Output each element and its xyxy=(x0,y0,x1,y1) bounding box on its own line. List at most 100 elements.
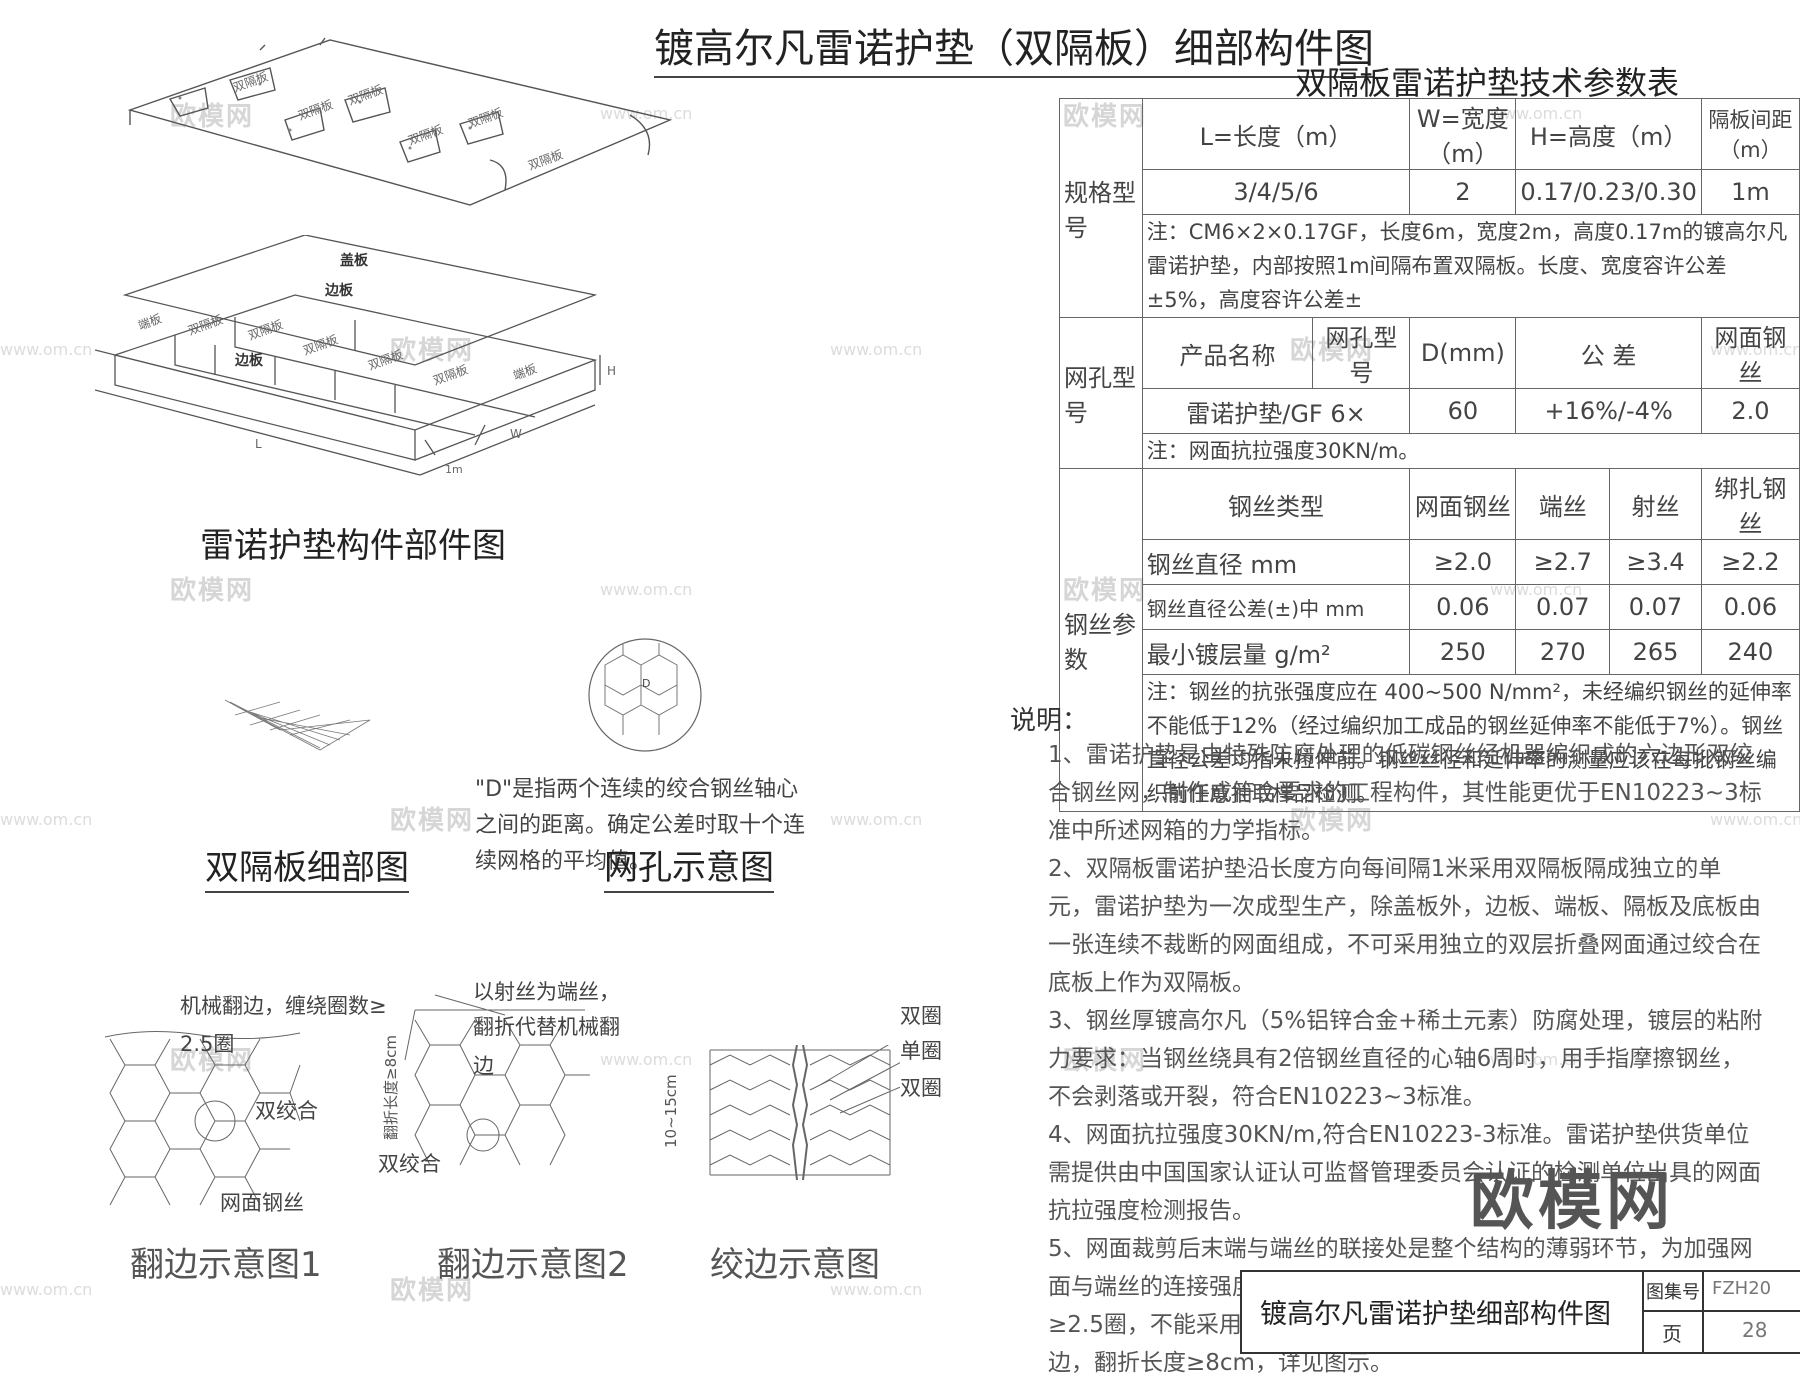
wire-cell: ≥2.0 xyxy=(1409,539,1517,585)
title-block-divider xyxy=(1642,1310,1800,1312)
spec-value: 2 xyxy=(1409,169,1517,215)
mesh-header: 网面钢丝 xyxy=(1700,317,1800,389)
notes-list: 1、雷诺护垫是由特殊防腐处理的低碳钢丝经机器编织成的六边形双绞合钢丝网，制作成符… xyxy=(1048,736,1766,1382)
wire-row-label: 钢丝直径公差(±)中 mm xyxy=(1141,584,1411,630)
watermark-url: www.om.cn xyxy=(1710,810,1800,829)
title-block-divider xyxy=(1642,1272,1644,1352)
wire-cell: 265 xyxy=(1609,629,1702,675)
mesh-description: "D"是指两个连续的绞合钢丝轴心之间的距离。确定公差时取十个连续网格的平均值。 xyxy=(475,777,806,874)
title-block-title: 镀高尔凡雷诺护垫细部构件图 xyxy=(1260,1299,1611,1330)
mesh-header: 网孔型号 xyxy=(1312,317,1411,389)
detail-caption: 双隔板细部图 xyxy=(205,840,409,893)
spec-header: 隔板间距（m） xyxy=(1700,98,1800,170)
twist-length-label: 10~15cm xyxy=(662,1074,680,1148)
title-block-set-value: FZH20 xyxy=(1712,1278,1772,1299)
watermark-url: www.om.cn xyxy=(830,340,923,359)
mesh-caption: 网孔示意图 xyxy=(604,840,774,893)
dim-w-label: W xyxy=(510,427,522,441)
twist-edge-drawing xyxy=(709,1045,900,1180)
end-label-2: 端板 xyxy=(511,361,538,382)
wire-cell: 0.07 xyxy=(1515,584,1611,630)
parameter-table: 规格型号 L=长度（m） W=宽度（m） H=高度（m） 隔板间距（m） 3/4… xyxy=(1059,98,1800,812)
twist-caption: 绞边示意图 xyxy=(710,1245,880,1285)
wire-cell: 270 xyxy=(1515,629,1611,675)
watermark-url: www.om.cn xyxy=(600,580,693,599)
wire-header: 网面钢丝 xyxy=(1409,468,1517,540)
title-block-divider xyxy=(1702,1272,1704,1352)
dim-h-label: H xyxy=(607,364,616,378)
partition-label: 双隔板 xyxy=(466,105,505,130)
fold-drawing-2 xyxy=(404,994,590,1166)
wire-header: 射丝 xyxy=(1609,468,1702,540)
fold2-note-2: 翻折代替机械翻 xyxy=(473,1015,620,1039)
watermark-text: 欧模网 xyxy=(1063,1046,1148,1076)
dim-1m-label: 1m xyxy=(445,463,463,476)
spec-group-label: 规格型号 xyxy=(1059,98,1143,318)
watermark-text: 欧模网 xyxy=(390,1276,475,1306)
wire-cell: 240 xyxy=(1700,629,1800,675)
title-block-page-label: 页 xyxy=(1662,1322,1682,1346)
mesh-note: 注：网面抗拉强度30KN/m。 xyxy=(1141,433,1800,469)
watermark-text: 欧模网 xyxy=(170,102,255,132)
partition-label: 双隔板 xyxy=(246,317,285,342)
watermark-url: www.om.cn xyxy=(0,1280,93,1299)
partition-strip-drawing: 双隔板 双隔板 双隔板 双隔板 双隔板 双隔板 xyxy=(127,37,673,206)
partition-label: 双隔板 xyxy=(526,147,565,172)
mesh-group-label: 网孔型号 xyxy=(1059,317,1143,469)
wire-cell: ≥3.4 xyxy=(1609,539,1702,585)
spec-header: H=高度（m） xyxy=(1515,98,1702,170)
note-item: 3、钢丝厚镀高尔凡（5%铝锌合金+稀土元素）防腐处理，镀层的粘附力要求：当钢丝绕… xyxy=(1048,1008,1763,1110)
edge-label: 边板 xyxy=(324,282,354,299)
watermark-url: www.om.cn xyxy=(600,1050,693,1069)
wire-cell: 0.07 xyxy=(1609,584,1702,630)
watermark-text: 欧模网 xyxy=(390,806,475,836)
note-item: 1、雷诺护垫是由特殊防腐处理的低碳钢丝经机器编织成的六边形双绞合钢丝网，制作成符… xyxy=(1048,742,1762,844)
notes-heading: 说明： xyxy=(1010,706,1089,736)
twist-double-label-1: 双圈 xyxy=(900,1004,942,1028)
fold2-note-3: 边 xyxy=(473,1054,494,1078)
edge-label-2: 边板 xyxy=(234,352,264,369)
wire-row-label: 钢丝直径 mm xyxy=(1141,539,1411,585)
partition-label: 双隔板 xyxy=(296,97,335,122)
partition-label: 双隔板 xyxy=(346,82,385,107)
mesh-header: 产品名称 xyxy=(1141,317,1314,389)
mesh-value: 60 xyxy=(1409,388,1517,434)
mesh-header: D(mm) xyxy=(1409,317,1517,389)
wire-row-label: 最小镀层量 g/m² xyxy=(1141,629,1411,675)
spec-header: L=长度（m） xyxy=(1141,98,1411,170)
mesh-value: +16%/-4% xyxy=(1515,388,1702,434)
spec-value: 0.17/0.23/0.30 xyxy=(1515,169,1702,215)
table-title: 双隔板雷诺护垫技术参数表 xyxy=(1295,64,1680,102)
fold-drawing-1 xyxy=(104,1030,301,1206)
fold1-twist-label: 双绞合 xyxy=(255,1099,318,1123)
fold2-caption: 翻边示意图2 xyxy=(437,1245,629,1285)
wire-cell: ≥2.7 xyxy=(1515,539,1611,585)
fold2-length-label: 翻折长度≥8cm xyxy=(382,1035,400,1140)
mesh-header: 公 差 xyxy=(1515,317,1702,389)
watermark-url: www.om.cn xyxy=(0,810,93,829)
title-block: 镀高尔凡雷诺护垫细部构件图 图集号 FZH20 页 28 xyxy=(1240,1270,1800,1354)
watermark-text: 欧模网 xyxy=(170,1046,255,1076)
mesh-hole-drawing: D xyxy=(588,638,702,752)
wire-header: 钢丝类型 xyxy=(1141,468,1411,540)
dim-l-label: L xyxy=(255,437,262,451)
wire-note: 注：钢丝的抗张强度应在 400~500 N/mm²，未经编织钢丝的延伸率不能低于… xyxy=(1141,674,1800,812)
watermark-url: www.om.cn xyxy=(0,340,93,359)
twist-single-label: 单圈 xyxy=(900,1039,942,1063)
watermark-text: 欧模网 xyxy=(390,336,475,366)
partition-label: 双隔板 xyxy=(431,362,470,387)
wire-cell: 250 xyxy=(1409,629,1517,675)
page-title: 镀高尔凡雷诺护垫（双隔板）细部构件图 xyxy=(654,16,1374,78)
spec-header: W=宽度（m） xyxy=(1409,98,1517,170)
fold1-caption: 翻边示意图1 xyxy=(130,1245,322,1285)
fold1-note-1: 机械翻边，缠绕圈数≥ xyxy=(180,994,387,1018)
spec-value: 1m xyxy=(1700,169,1800,215)
partition-label: 双隔板 xyxy=(366,347,405,372)
title-block-page-value: 28 xyxy=(1742,1318,1768,1342)
wire-cell: ≥2.2 xyxy=(1700,539,1800,585)
twist-double-label-2: 双圈 xyxy=(900,1076,942,1100)
title-block-set-label: 图集号 xyxy=(1646,1282,1700,1303)
component-drawing: 盖板 边板 边板 端板 端板 双隔板 双隔板 双隔板 双隔板 双隔板 L W H… xyxy=(95,235,616,476)
spec-note: 注：CM6×2×0.17GF，长度6m，宽度2m，高度0.17m的镀高尔凡雷诺护… xyxy=(1141,214,1800,318)
partition-label: 双隔板 xyxy=(406,122,445,147)
